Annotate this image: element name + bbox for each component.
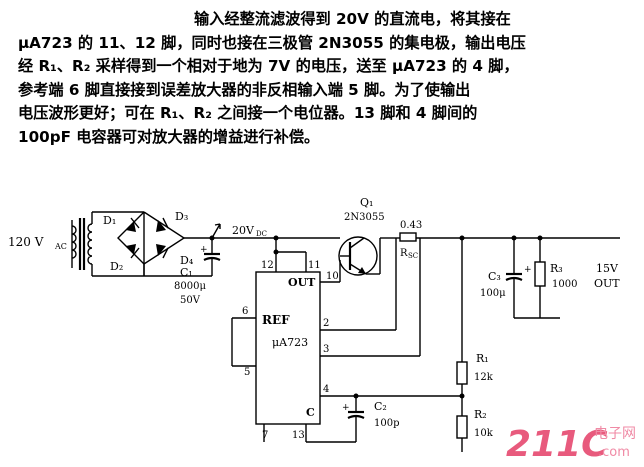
c3-label: C₃: [488, 270, 501, 283]
ic-pin-5: 5: [244, 367, 250, 378]
transformer: [71, 211, 144, 277]
rsc-value: 0.43: [400, 220, 422, 231]
vdc-label: 20V: [232, 224, 255, 237]
c1-value: 8000μ: [174, 281, 206, 292]
rsc-sub: SC: [408, 252, 418, 260]
r3-label: R₃: [550, 262, 563, 275]
circuit-diagram: 120 V AC D₁ D: [8, 196, 620, 452]
watermark-logo: 211C 电子网 .com: [506, 424, 636, 464]
svg-text:+: +: [200, 245, 208, 255]
ic-c-label: C: [306, 406, 315, 419]
capacitor-c1: +: [200, 238, 221, 276]
ic-out-label: OUT: [288, 276, 316, 289]
description-line: 参考端 6 脚直接接到误差放大器的非反相输入端 5 脚。为了使输出: [18, 80, 471, 99]
diode-d3-label: D₃: [175, 210, 188, 223]
description-line: 输入经整流滤波得到 20V 的直流电，将其接在: [194, 10, 511, 28]
output-voltage: 15V: [596, 262, 619, 275]
capacitor-c3: +: [505, 238, 532, 318]
diode-d1-label: D₁: [103, 214, 116, 227]
vdc-sub: DC: [256, 230, 267, 238]
description-line: μA723 的 11、12 脚，同时也接在三极管 2N3055 的集电极，输出电…: [18, 33, 526, 52]
rsc-label: R: [400, 248, 408, 259]
c3-value: 100μ: [480, 288, 506, 299]
transistor-q1: [338, 236, 378, 276]
svg-text:.com: .com: [598, 445, 630, 460]
description-paragraph: 输入经整流滤波得到 20V 的直流电，将其接在 μA723 的 11、12 脚，…: [18, 8, 630, 150]
ic-ref-label: REF: [262, 313, 290, 327]
ic-pin-2: 2: [323, 318, 329, 329]
diode-d4-label: D₄: [180, 254, 194, 267]
svg-text:211C: 211C: [506, 424, 608, 464]
r3-value: 1000: [552, 279, 577, 290]
resistor-r2: [456, 412, 468, 452]
resistor-rsc: [395, 232, 620, 356]
description-line: 电压波形更好；可在 R₁、R₂ 之间接一个电位器。13 脚和 4 脚间的: [18, 104, 478, 123]
r1-label: R₁: [476, 352, 489, 365]
c2-label: C₂: [374, 400, 387, 413]
svg-text:电子网: 电子网: [594, 426, 636, 442]
resistor-r3: [514, 238, 560, 319]
c1-voltage: 50V: [180, 295, 201, 306]
description-line: 100pF 电容器可对放大器的增益进行补偿。: [18, 127, 320, 146]
r2-label: R₂: [474, 408, 487, 421]
ic-pin-6: 6: [242, 306, 248, 317]
ic-pin-3: 3: [323, 344, 329, 355]
c2-value: 100p: [374, 418, 400, 429]
ic-pin-10: 10: [326, 271, 339, 282]
diode-d2-label: D₂: [110, 260, 123, 273]
q1-label: Q₁: [360, 196, 373, 209]
ic-pin-11: 11: [308, 260, 321, 271]
bridge-rectifier: [117, 211, 186, 276]
resistor-r1: [456, 238, 468, 412]
c1-label: C₁: [180, 266, 193, 279]
output-label: OUT: [594, 277, 620, 290]
diode-d2: [126, 244, 140, 259]
ic-pin-4: 4: [323, 384, 329, 395]
ic-pin-13: 13: [292, 430, 305, 441]
input-voltage-label: 120 V: [8, 235, 44, 249]
diode-d4: [156, 244, 169, 259]
ic-ua723: [231, 235, 462, 442]
r2-value: 10k: [474, 428, 494, 439]
capacitor-c2: +: [306, 396, 365, 443]
svg-text:+: +: [342, 403, 350, 413]
ic-pin-12: 12: [261, 260, 274, 271]
diode-d1: [126, 217, 140, 232]
r1-value: 12k: [474, 372, 494, 383]
diode-d3: [156, 217, 169, 232]
ic-pin-7: 7: [262, 430, 268, 441]
ic-name-label: μA723: [272, 336, 308, 349]
q1-part: 2N3055: [344, 212, 385, 223]
input-voltage-sub: AC: [54, 242, 67, 251]
description-line: 经 R₁、R₂ 采样得到一个相对于地为 7V 的电压，送至 μA723 的 4 …: [18, 57, 519, 76]
svg-text:+: +: [524, 265, 532, 275]
